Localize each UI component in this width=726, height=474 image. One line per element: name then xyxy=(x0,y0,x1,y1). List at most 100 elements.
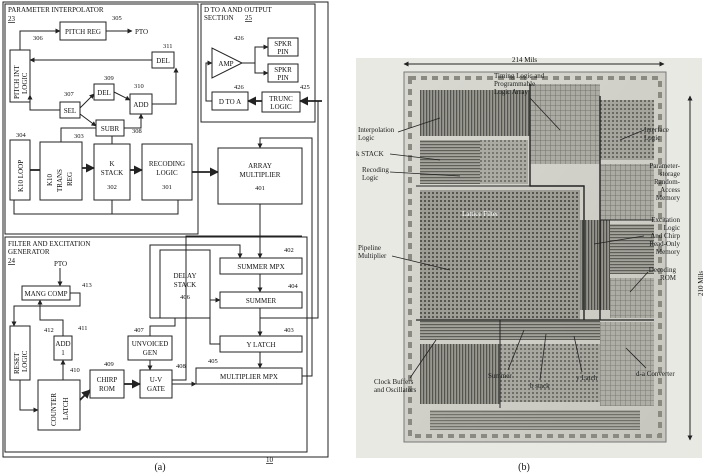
filter-ref: 24 xyxy=(8,257,16,265)
recoding-logic-block xyxy=(141,143,193,201)
figure-ref: 10 xyxy=(266,456,274,464)
pitch-int-logic-ref: 306 xyxy=(33,35,44,42)
subr-ref: 308 xyxy=(132,128,142,135)
summer-photo-label: Summer xyxy=(488,372,512,380)
k-stack-photo-label: k STACK xyxy=(356,150,384,158)
spkr-pin-2-line1: SPKR xyxy=(274,66,292,74)
del-309-ref: 309 xyxy=(104,75,114,82)
trunc-logic-line2: LOGIC xyxy=(270,103,292,111)
filter-title-line1: FILTER AND EXCITATION xyxy=(8,240,90,248)
del-309-label: DEL xyxy=(97,89,111,97)
y-latch-photo-label: y Latch xyxy=(576,374,598,382)
amp-ref: 426 xyxy=(234,35,245,42)
d-to-a-section xyxy=(200,3,316,123)
chirp-rom-ref: 409 xyxy=(104,361,114,368)
counter-latch-block xyxy=(37,379,81,431)
pitch-reg-label: PITCH REG xyxy=(65,28,101,36)
add-411-ref: 411 xyxy=(78,325,88,332)
die-photo: 214 Mils 210 Mils Timing Logic and Prog xyxy=(356,56,705,458)
timing-logic-label-2: Programmable xyxy=(494,80,535,88)
parameter-interpolator-title: PARAMETER INTERPOLATOR xyxy=(8,6,104,14)
delay-stack-block xyxy=(159,249,211,319)
array-multiplier-line2: MULTIPLIER xyxy=(240,171,281,179)
k10-trans-reg-line2: TRANS xyxy=(56,169,64,192)
delay-stack-ref: 406 xyxy=(180,294,191,301)
parameter-interpolator-section xyxy=(4,3,199,235)
clock-label-1: Clock Buffers xyxy=(374,378,414,386)
mang-comp-ref: 413 xyxy=(82,282,92,289)
parameter-storage-label-4: Access xyxy=(660,186,680,194)
pitch-int-logic-line2: LOGIC xyxy=(21,72,29,94)
interface-label-1: Interface xyxy=(644,126,669,134)
del-311-ref: 311 xyxy=(163,43,173,50)
k10-trans-reg-block xyxy=(39,141,83,201)
pitch-reg-ref: 305 xyxy=(112,15,122,22)
del-311-label: DEL xyxy=(156,57,170,65)
chirp-rom-line2: ROM xyxy=(99,385,116,393)
interpolation-label-1: Interpolation xyxy=(358,126,395,134)
k-stack-ref: 302 xyxy=(107,184,117,191)
excitation-label-5: Memory xyxy=(656,248,681,256)
k-stack-line1: K xyxy=(109,160,114,168)
clock-label-2: and Oscillators xyxy=(374,386,416,394)
k10-loop-label: K10 LOOP xyxy=(17,160,25,192)
block-diagram: PARAMETER INTERPOLATOR 23 D TO A AND OUT… xyxy=(2,1,329,464)
d-to-a-title-line2: SECTION xyxy=(204,14,234,22)
summer-mpx-block xyxy=(219,257,303,275)
parameter-storage-label-1: Parameter- xyxy=(649,162,680,170)
uv-gate-ref: 408 xyxy=(176,363,186,370)
recoding-label-2: Logic xyxy=(362,174,378,182)
reset-logic-line2: LOGIC xyxy=(21,350,29,372)
counter-latch-line2: LATCH xyxy=(62,397,70,420)
d-a-converter-label: d-a Converter xyxy=(636,370,675,378)
unvoiced-gen-line1: UNVOICED xyxy=(132,340,169,348)
spkr-pin-2-line2: PIN xyxy=(277,74,288,82)
d-to-a-ref: 25 xyxy=(245,14,253,22)
parameter-storage-label-5: Memory xyxy=(656,194,681,202)
multiplier-mpx-label: MULTIPLIER MPX xyxy=(220,373,278,381)
timing-logic-label-3: Logic Array xyxy=(494,88,529,96)
uv-gate-line2: GATE xyxy=(147,385,165,393)
recoding-logic-line2: LOGIC xyxy=(156,169,178,177)
recoding-logic-ref: 301 xyxy=(162,184,172,191)
unvoiced-gen-line2: GEN xyxy=(143,349,157,357)
unvoiced-gen-ref: 407 xyxy=(134,327,145,334)
excitation-label-4: Read-Only xyxy=(649,240,680,248)
decoding-label-1: Decoding xyxy=(649,266,677,274)
excitation-label-2: Logic xyxy=(664,224,680,232)
die-width-dim: 214 Mils xyxy=(512,56,537,64)
uv-gate-block xyxy=(139,369,173,399)
counter-latch-line1: COUNTER xyxy=(50,393,58,426)
caption-b: (b) xyxy=(518,462,530,473)
chirp-rom-block xyxy=(89,369,125,399)
spkr-pin-1-line2: PIN xyxy=(277,48,288,56)
k10-trans-reg-line3: REG xyxy=(66,172,74,186)
k10-loop-ref: 304 xyxy=(16,132,27,139)
add-411-line2: 1 xyxy=(61,349,65,357)
amp-label: AMP xyxy=(218,60,233,68)
mang-comp-label: MANG COMP xyxy=(25,290,68,298)
parameter-storage-label-3: Random- xyxy=(654,178,681,186)
filter-excitation-section xyxy=(4,236,308,453)
summer-label: SUMMER xyxy=(246,297,277,305)
delay-stack-line2: STACK xyxy=(174,281,196,289)
parameter-storage-label-2: storage xyxy=(660,170,680,178)
trunc-logic-line1: TRUNC xyxy=(269,95,293,103)
trunc-logic-ref: 425 xyxy=(300,84,310,91)
k10-trans-reg-ref: 303 xyxy=(74,133,84,140)
sel-label: SEL xyxy=(64,107,76,115)
lattice-filter-label: Lattice Filter xyxy=(462,210,499,218)
reset-logic-line1: RESET xyxy=(13,352,21,374)
diagram-frame xyxy=(2,1,329,458)
add-310-label: ADD xyxy=(133,101,148,109)
y-latch-ref: 403 xyxy=(284,327,294,334)
pto-filter-label: PTO xyxy=(54,260,67,268)
unvoiced-gen-block xyxy=(127,335,173,361)
pipeline-label-1: Pipeline xyxy=(358,244,381,252)
d-to-a-block-ref: 426 xyxy=(234,84,245,91)
recoding-logic-line1: RECODING xyxy=(149,160,185,168)
interpolation-label-2: Logic xyxy=(358,134,374,142)
summer-mpx-ref: 402 xyxy=(284,247,294,254)
array-multiplier-ref: 401 xyxy=(255,185,265,192)
